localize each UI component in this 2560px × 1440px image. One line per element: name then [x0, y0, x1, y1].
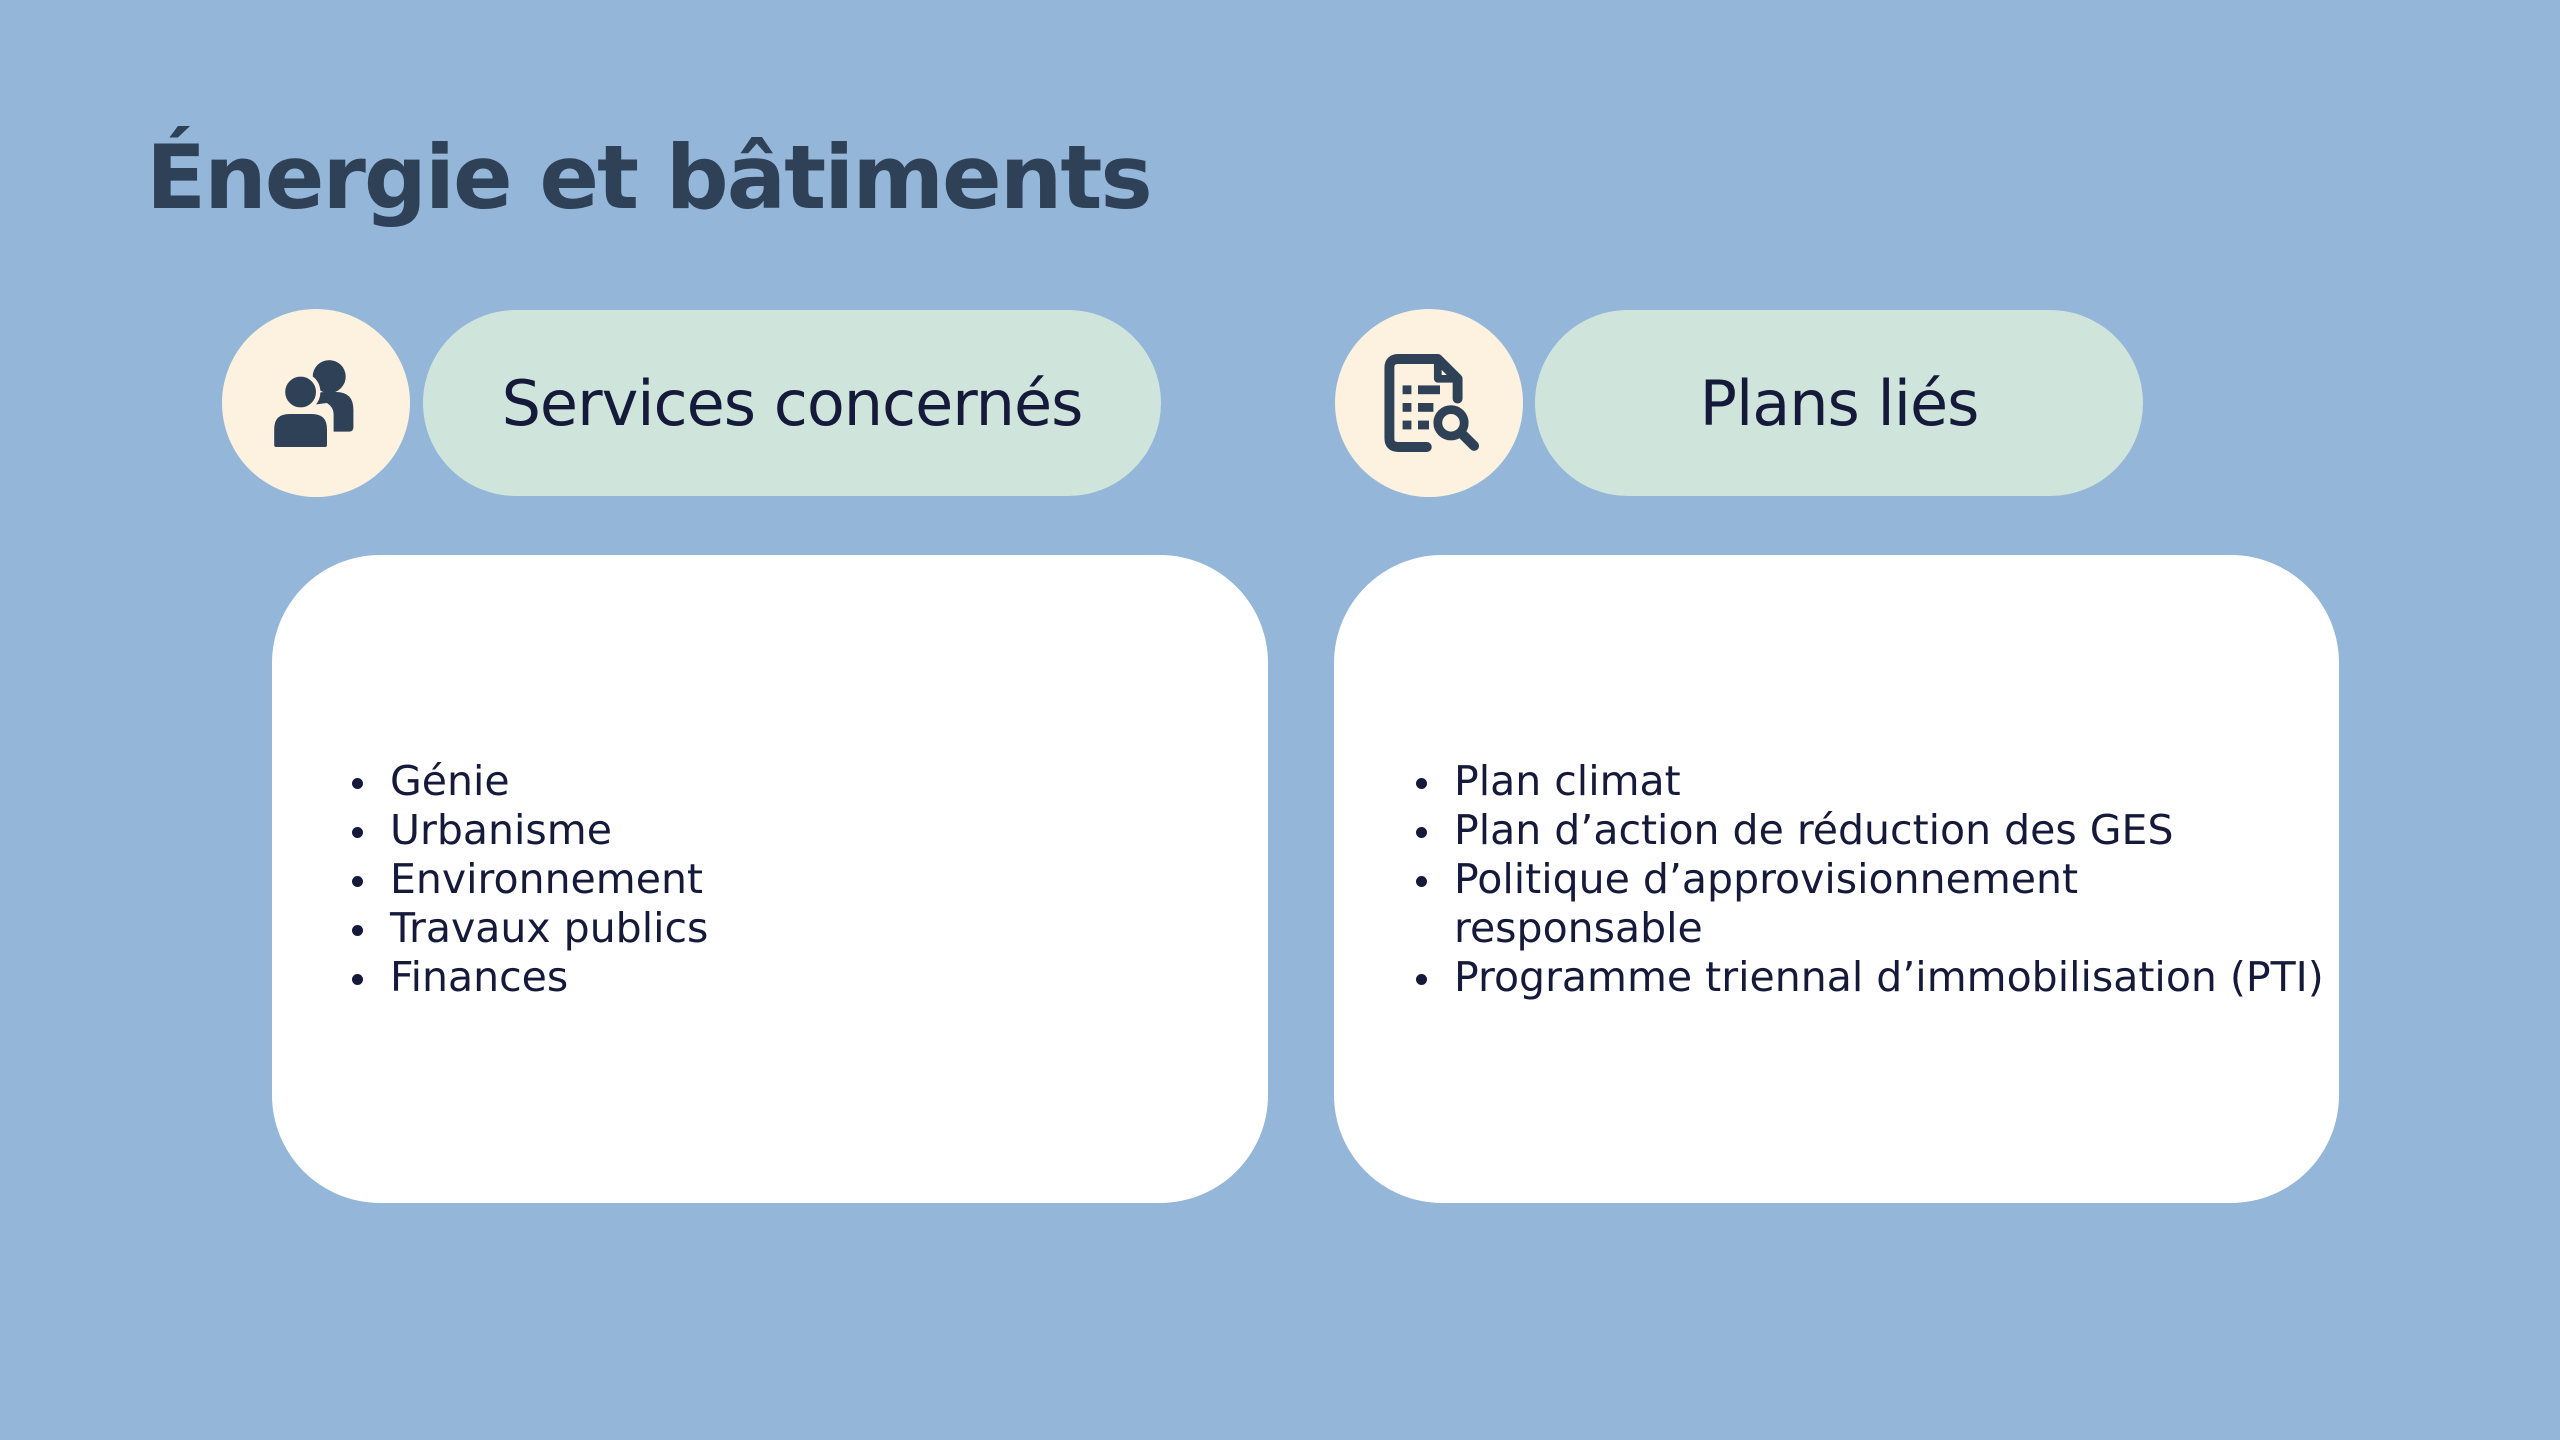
list-item: Plan climat — [1410, 757, 2324, 806]
list-item: Travaux publics — [346, 904, 708, 953]
plans-list: Plan climat Plan d’action de réduction d… — [1410, 757, 2324, 1002]
list-item: Environnement — [346, 855, 708, 904]
plans-header-label: Plans liés — [1699, 366, 1980, 440]
plans-icon-circle — [1335, 309, 1523, 497]
plans-card: Plan climat Plan d’action de réduction d… — [1334, 555, 2339, 1203]
list-item-continuation: responsable — [1454, 903, 1703, 952]
list-item: Finances — [346, 953, 708, 1002]
users-icon — [269, 360, 354, 452]
services-header-label: Services concernés — [501, 366, 1084, 440]
list-item: Programme triennal d’immobilisation (PTI… — [1410, 953, 2324, 1002]
services-list: Génie Urbanisme Environnement Travaux pu… — [346, 757, 708, 1002]
services-icon-circle — [222, 309, 410, 497]
plans-header-pill: Plans liés — [1535, 310, 2143, 496]
services-header-pill: Services concernés — [423, 310, 1161, 496]
list-item: Politique d’approvisionnement — [1410, 855, 2324, 904]
page-title: Énergie et bâtiments — [146, 126, 1153, 229]
services-card: Génie Urbanisme Environnement Travaux pu… — [272, 555, 1268, 1203]
list-item: Urbanisme — [346, 806, 708, 855]
list-item: Plan d’action de réduction des GES — [1410, 806, 2324, 855]
list-item: Génie — [346, 757, 708, 806]
document-search-icon — [1384, 354, 1480, 452]
